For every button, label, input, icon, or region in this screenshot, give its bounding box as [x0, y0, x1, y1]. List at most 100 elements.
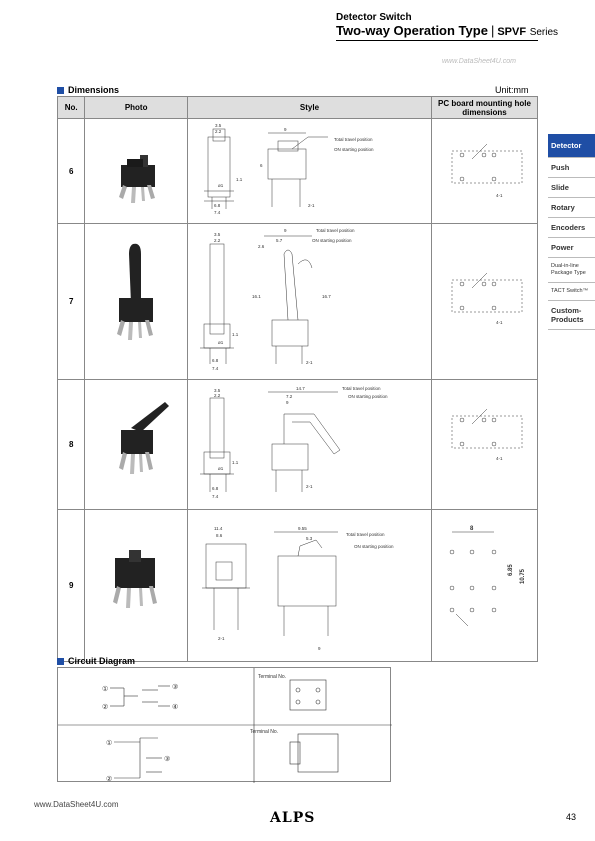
circuit-diagram-box: ① ② ③ ④ ① ② ③ Terminal No. Terminal No. — [57, 667, 392, 783]
terminal-num: ③ — [164, 755, 170, 763]
terminal-num: ① — [102, 685, 108, 693]
dim-label: 9 — [284, 127, 287, 132]
table-row: 9 11.4 8. — [56, 509, 539, 662]
circuit-title: Circuit Diagram — [57, 656, 135, 666]
dim-label: 2.2 — [215, 129, 222, 134]
alps-logo: ALPS — [270, 810, 316, 826]
total-travel-label: Total travel position — [334, 137, 373, 142]
pcb-label: 4-1 — [496, 320, 503, 325]
sidebar-item-dip[interactable]: Dual-in-line Package Type — [548, 258, 595, 283]
dimensions-table: No. Photo Style PC board mounting hole d… — [56, 96, 539, 662]
sidebar-item-encoders[interactable]: Encoders — [548, 218, 595, 238]
terminal-no-label: Terminal No. — [258, 674, 286, 680]
sidebar-item-custom[interactable]: Custom-Products — [548, 301, 595, 330]
sidebar-item-tact[interactable]: TACT Switch™ — [548, 283, 595, 301]
photo-cell — [84, 509, 188, 662]
table-row: 8 3.5 2.2 — [56, 379, 539, 510]
sidebar-item-slide[interactable]: Slide — [548, 178, 595, 198]
pcb-label: 10.75 — [520, 568, 526, 584]
dim-label: 2.2 — [214, 238, 221, 243]
pcb-holes-9: 8 6.85 10.75 — [449, 526, 526, 627]
pcb-label: 8 — [470, 526, 474, 532]
switch-photo-7 — [117, 243, 154, 340]
dim-label: 6 — [260, 163, 263, 168]
category-sidebar: Detector Push Slide Rotary Encoders Powe… — [548, 134, 595, 330]
sidebar-item-power[interactable]: Power — [548, 238, 595, 258]
row-number: 6 — [56, 118, 86, 224]
pcb-holes-7: 4-1 — [451, 272, 523, 325]
dim-label: 2-1 — [308, 203, 315, 208]
pcb-label: 6.85 — [508, 564, 514, 576]
dim-label: 6.8 — [212, 486, 219, 491]
dim-label: 3.5 — [215, 123, 222, 128]
on-starting-label: ON starting position — [348, 394, 388, 399]
dim-label: 7.2 — [286, 394, 293, 399]
switch-photo-6 — [119, 155, 156, 203]
dim-label: 7.4 — [214, 210, 221, 215]
top-watermark: www.DataSheet4U.com — [442, 58, 516, 65]
table-row: 7 3.5 — [56, 223, 539, 380]
sidebar-item-push[interactable]: Push — [548, 158, 595, 178]
sidebar-item-rotary[interactable]: Rotary — [548, 198, 595, 218]
dim-label: 1.1 — [232, 460, 239, 465]
table-row: 6 — [56, 118, 539, 224]
dim-label: 9.55 — [298, 526, 307, 531]
row-number: 9 — [56, 509, 86, 662]
col-header-pcb: PC board mounting hole dimensions — [430, 96, 539, 119]
dim-label: 1.1 — [236, 177, 243, 182]
photo-cell — [84, 223, 188, 380]
pcb-cell: 4-1 — [430, 223, 539, 380]
dim-label: 3.5 — [214, 232, 221, 237]
terminal-num: ④ — [172, 703, 178, 711]
dimensions-title: Dimensions — [57, 85, 119, 95]
terminal-num: ② — [106, 775, 112, 783]
circuit-diagram: ① ② ③ ④ ① ② ③ Terminal No. Terminal No. — [58, 668, 392, 783]
style-drawing-9: 11.4 8.6 9.55 5.3 2-1 9 Total travel pos… — [201, 526, 394, 651]
dim-label: 2-1 — [306, 360, 313, 365]
dim-label: ø1 — [218, 340, 224, 345]
pcb-cell: 8 6.85 10.75 — [430, 509, 539, 662]
header-rule — [336, 40, 538, 41]
terminal-num: ② — [102, 703, 108, 711]
page-title: Two-way Operation Type|SPVF Series — [336, 23, 558, 38]
dim-label: 9 — [286, 400, 289, 405]
dim-label: 2-1 — [218, 636, 225, 641]
title-separator: | — [490, 23, 495, 38]
on-starting-label: ON starting position — [312, 238, 352, 243]
dim-label: 5.7 — [276, 238, 283, 243]
dim-label: 16.1 — [252, 294, 261, 299]
dimensions-title-text: Dimensions — [68, 85, 120, 95]
dim-label: 5.3 — [306, 536, 313, 541]
total-travel-label: Total travel position — [346, 532, 385, 537]
terminal-num: ③ — [172, 683, 178, 691]
style-drawing-cell: 11.4 8.6 9.55 5.3 2-1 9 Total travel pos… — [186, 509, 432, 662]
dim-label: 9 — [318, 646, 321, 651]
style-drawing-cell: 3.5 2.2 1.1 ø1 6.8 7.4 9 6 2-1 Total tra… — [186, 118, 432, 224]
series-word: Series — [529, 27, 559, 38]
dim-label: 7.4 — [212, 494, 219, 499]
dim-label: 2.2 — [214, 393, 221, 398]
terminal-no-label: Terminal No. — [250, 729, 278, 735]
sidebar-item-detector[interactable]: Detector — [548, 134, 595, 158]
dim-label: 9 — [284, 228, 287, 233]
dim-label: 14.7 — [296, 386, 305, 391]
footer-watermark: www.DataSheet4U.com — [34, 800, 119, 809]
series-code: SPVF — [497, 26, 527, 38]
dim-label: 6.8 — [212, 358, 219, 363]
style-drawing-cell: 3.5 2.2 1.1 ø1 6.8 7.4 14.7 7.2 9 2-1 To… — [186, 379, 432, 510]
unit-label: Unit:mm — [495, 85, 529, 95]
on-starting-label: ON starting position — [354, 544, 394, 549]
terminal-num: ① — [106, 739, 112, 747]
dim-label: 6.8 — [214, 203, 221, 208]
photo-cell — [84, 379, 188, 510]
style-drawing-6: 3.5 2.2 1.1 ø1 6.8 7.4 9 6 2-1 Total tra… — [203, 123, 374, 215]
pcb-holes-8: 4-1 — [451, 408, 523, 461]
title-text: Two-way Operation Type — [336, 23, 488, 38]
switch-photo-9 — [113, 550, 158, 608]
row-number: 7 — [56, 223, 86, 380]
square-bullet-icon — [57, 657, 64, 665]
header-subtitle: Detector Switch — [336, 12, 412, 23]
dim-label: 2-1 — [306, 484, 313, 489]
col-header-no: No. — [56, 96, 86, 119]
style-drawing-8: 3.5 2.2 1.1 ø1 6.8 7.4 14.7 7.2 9 2-1 To… — [199, 386, 388, 499]
